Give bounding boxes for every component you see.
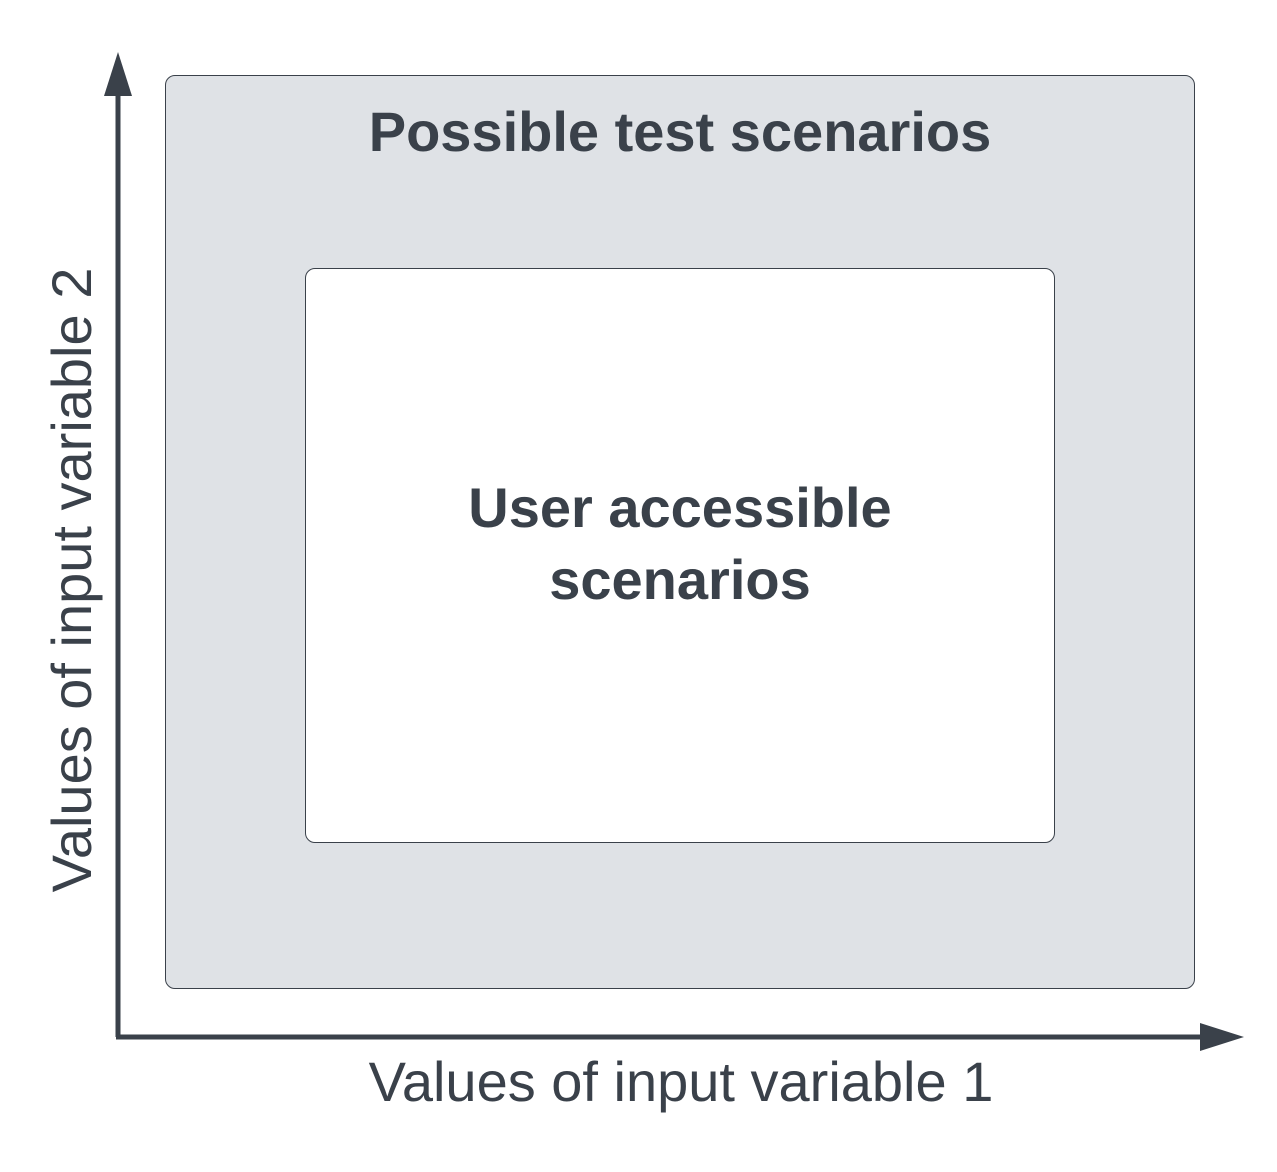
user-accessible-scenarios-label: User accessible scenarios	[305, 472, 1055, 616]
y-axis-arrowhead	[104, 52, 132, 96]
user-accessible-label-line-2: scenarios	[549, 548, 811, 611]
user-accessible-scenarios-region	[305, 268, 1055, 843]
x-axis-arrowhead	[1200, 1023, 1244, 1051]
possible-test-scenarios-label: Possible test scenarios	[368, 100, 992, 163]
y-axis-label: Values of input variable 2	[40, 267, 103, 893]
x-axis-label: Values of input variable 1	[368, 1050, 994, 1113]
user-accessible-label-line-1: User accessible	[468, 476, 892, 539]
